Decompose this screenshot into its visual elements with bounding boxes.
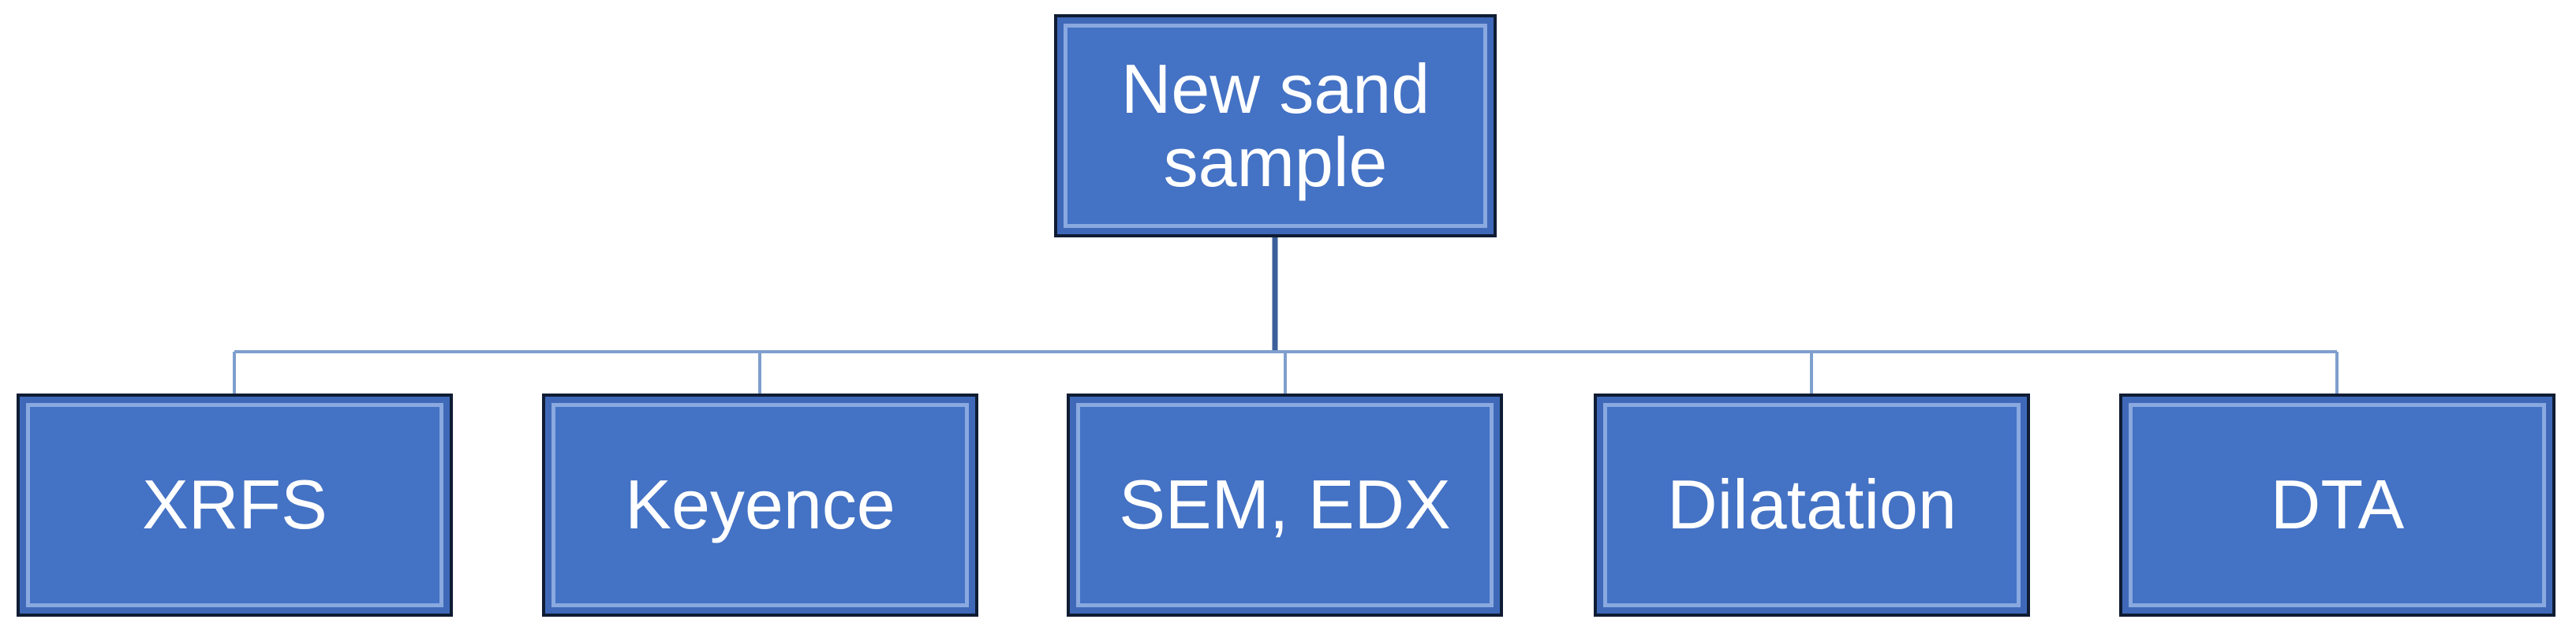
child-node-sem-edx: SEM, EDX bbox=[1067, 394, 1503, 617]
child-node-label: Dilatation bbox=[1667, 465, 1957, 544]
root-node-label: New sand sample bbox=[1120, 50, 1430, 201]
child-node-dta: DTA bbox=[2119, 394, 2555, 617]
child-node-keyence: Keyence bbox=[542, 394, 978, 617]
child-node-label: SEM, EDX bbox=[1119, 465, 1451, 544]
child-node-label: XRFS bbox=[142, 465, 327, 544]
child-node-label: DTA bbox=[2270, 465, 2405, 544]
child-node-label: Keyence bbox=[625, 465, 895, 544]
child-node-dilatation: Dilatation bbox=[1594, 394, 2030, 617]
child-node-xrfs: XRFS bbox=[17, 394, 453, 617]
root-node: New sand sample bbox=[1054, 14, 1497, 237]
